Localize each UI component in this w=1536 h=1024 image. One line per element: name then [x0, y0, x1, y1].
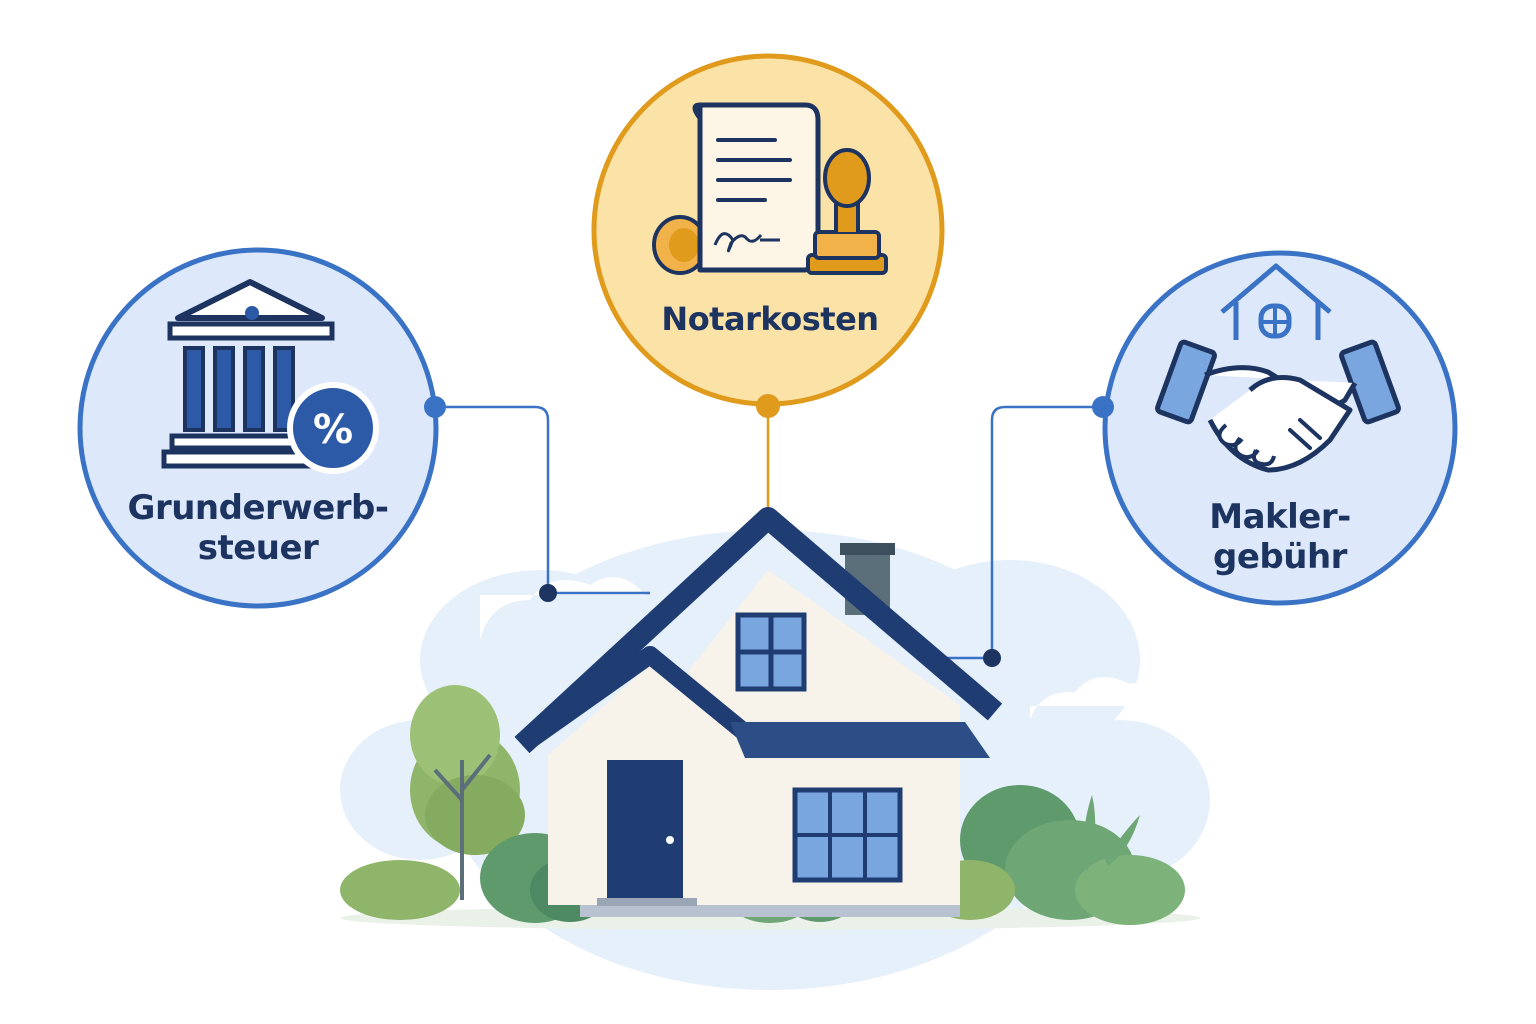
- node-notarkosten: [591, 53, 945, 418]
- connector-dots: [539, 584, 1001, 667]
- grunderwerbsteuer-line2: steuer: [197, 528, 319, 568]
- bank-percent-icon: %: [161, 279, 379, 474]
- maklergebuehr-label: Makler- gebühr: [1140, 497, 1420, 577]
- svg-text:%: %: [313, 407, 353, 453]
- grunderwerbsteuer-label: Grunderwerb- steuer: [118, 488, 398, 568]
- document-stamp-icon: [652, 102, 888, 275]
- notarkosten-label: Notarkosten: [620, 300, 920, 338]
- connector-lines: [435, 405, 1103, 660]
- maklergebuehr-line2: gebühr: [1213, 537, 1347, 577]
- grunderwerbsteuer-line1: Grunderwerb-: [127, 488, 389, 528]
- notarkosten-text: Notarkosten: [661, 300, 879, 338]
- node-grunderwerbsteuer: %: [77, 247, 446, 609]
- handshake-house-icon: [1155, 263, 1401, 473]
- node-maklergebuehr: [1092, 250, 1458, 606]
- house-icon: [514, 507, 1003, 917]
- maklergebuehr-line1: Makler-: [1209, 497, 1351, 537]
